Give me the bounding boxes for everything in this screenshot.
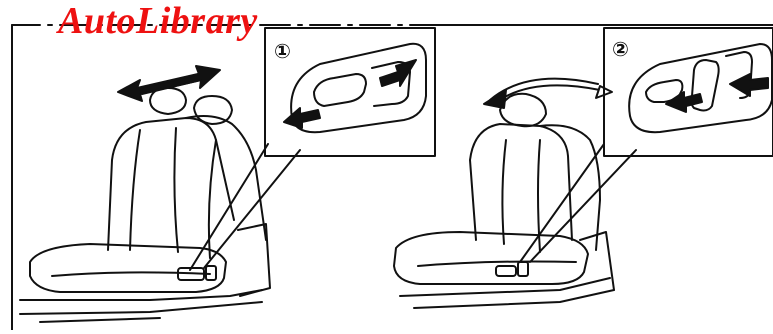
inset-label-2: ② — [612, 37, 629, 61]
double-arrow-icon — [118, 66, 220, 101]
inset-label-1: ① — [274, 39, 291, 63]
push-arrow-icon — [284, 60, 416, 128]
leader-line-2a — [520, 144, 604, 262]
leader-line-1b — [204, 150, 300, 268]
left-seat — [20, 66, 270, 322]
right-seat — [394, 79, 614, 308]
autolibrary-watermark: AutoLibrary — [58, 2, 258, 40]
leader-line-1a — [190, 144, 268, 270]
